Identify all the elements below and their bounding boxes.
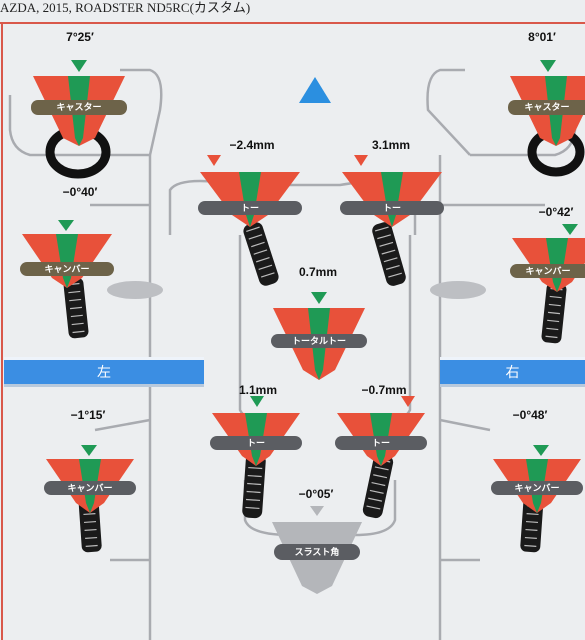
rl-toe-label: トー xyxy=(246,438,265,448)
total-toe-gauge: トータルトー xyxy=(271,290,367,382)
rl-camber-value: −1°15′ xyxy=(70,408,106,422)
fr-caster-value: 8°01′ xyxy=(528,30,556,44)
fr-camber-tire-icon xyxy=(541,283,567,344)
rr-camber-label: キャンバー xyxy=(514,483,560,493)
fr-camber-label: キャンバー xyxy=(525,266,571,276)
vehicle-title: AZDA, 2015, ROADSTER ND5RC(カスタム) xyxy=(0,0,251,15)
fr-toe-gauge: トー xyxy=(340,155,444,235)
thrust-angle-gauge: スラスト角 xyxy=(272,506,362,596)
fr-camber-gauge: キャンバー xyxy=(510,222,585,302)
rl-toe-gauge: トー xyxy=(210,396,302,476)
fr-toe-label: トー xyxy=(382,203,401,213)
right-side-label: 右 xyxy=(505,364,520,380)
left-side-bar: 左 xyxy=(4,357,204,387)
fl-caster-gauge: キャスター xyxy=(31,58,127,148)
rr-camber-gauge: キャンバー xyxy=(491,443,583,523)
fl-camber-value: −0°40′ xyxy=(62,185,98,199)
fl-toe-value: −2.4mm xyxy=(229,138,275,152)
left-border-line xyxy=(1,22,3,640)
rr-toe-value: −0.7mm xyxy=(361,383,407,397)
fr-caster-gauge: キャスター xyxy=(508,58,585,148)
rl-toe-tire-icon xyxy=(242,453,266,519)
fl-caster-label: キャスター xyxy=(56,102,102,112)
fl-camber-label: キャンバー xyxy=(44,264,90,274)
forward-arrow-icon xyxy=(299,77,331,103)
left-side-label: 左 xyxy=(97,364,111,380)
rl-toe-value: 1.1mm xyxy=(238,383,278,397)
fr-toe-tire-icon xyxy=(372,222,406,286)
thrust-angle-value: −0°05′ xyxy=(298,487,334,501)
header-divider xyxy=(0,22,585,24)
fl-camber-tire-icon xyxy=(63,278,89,339)
thrust-angle-label: スラスト角 xyxy=(294,547,340,557)
fr-camber-value: −0°42′ xyxy=(538,205,574,219)
fr-caster-label: キャスター xyxy=(524,102,570,112)
fl-caster-value: 7°25′ xyxy=(66,30,94,44)
total-toe-value: 0.7mm xyxy=(298,265,338,279)
fl-camber-gauge: キャンバー xyxy=(20,218,114,298)
fl-toe-tire-icon xyxy=(243,222,279,286)
right-side-bar: 右 xyxy=(440,357,585,387)
fl-toe-gauge: トー xyxy=(198,155,302,235)
rl-camber-gauge: キャンバー xyxy=(44,443,136,523)
fl-toe-label: トー xyxy=(240,203,259,213)
fr-toe-value: 3.1mm xyxy=(371,138,411,152)
rr-toe-label: トー xyxy=(371,438,390,448)
rr-toe-gauge: トー xyxy=(335,396,427,476)
rl-camber-label: キャンバー xyxy=(67,483,113,493)
total-toe-label: トータルトー xyxy=(291,336,346,346)
rr-camber-value: −0°48′ xyxy=(512,408,548,422)
